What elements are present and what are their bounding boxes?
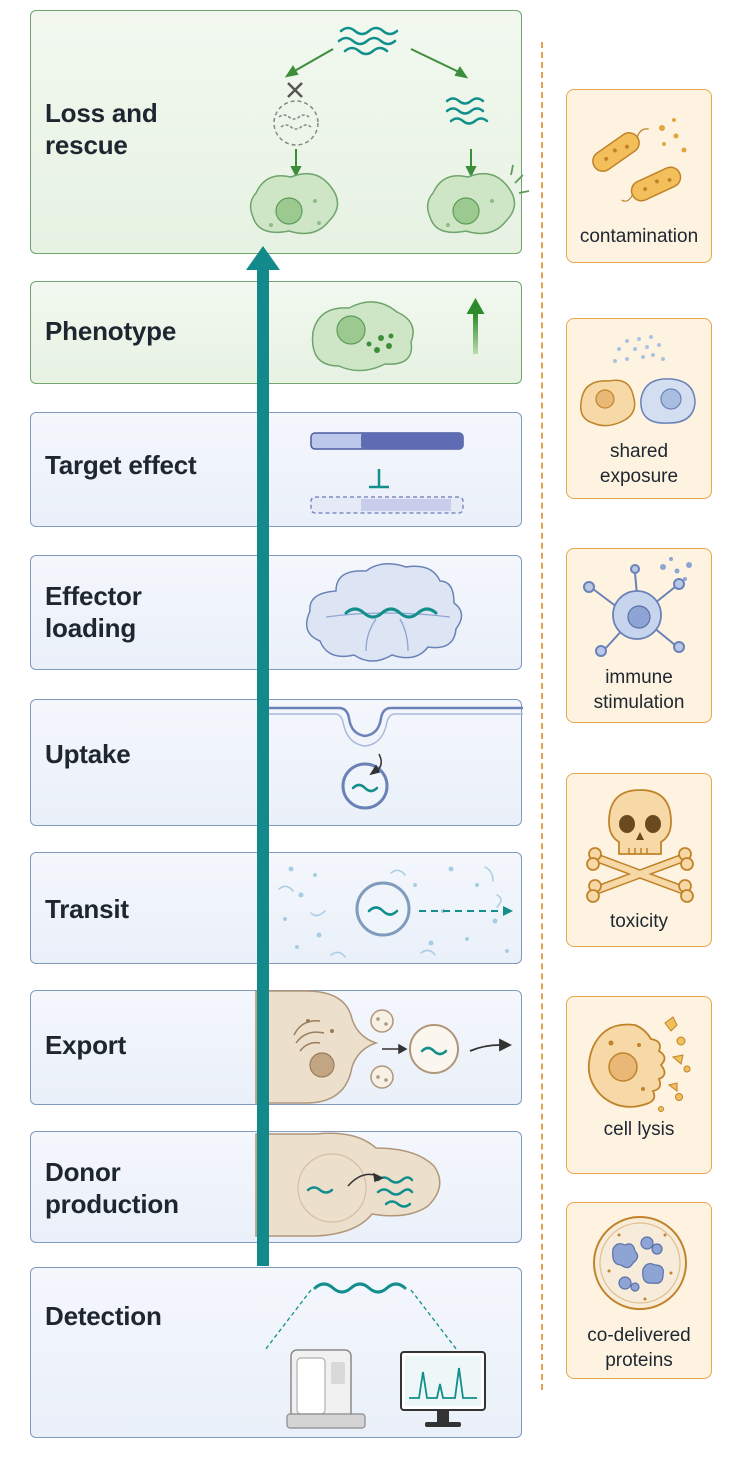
confounder-toxicity: toxicity: [566, 773, 712, 947]
stage-phenotype: Phenotype: [30, 281, 522, 384]
stage-export: Export: [30, 990, 522, 1105]
increase-arrow-icon: [466, 298, 485, 354]
inhibition-icon: [369, 469, 389, 489]
confounder-label: co-delivered proteins: [587, 1325, 691, 1371]
confounder-immune-stimulation: immune stimulation: [566, 548, 712, 723]
activated-cell-icon: [311, 301, 414, 372]
protein-dish-icon: [593, 1216, 687, 1310]
cell-right-icon: [426, 164, 530, 235]
donor-production-illustration: [255, 1132, 441, 1237]
confounder-divider: [541, 42, 543, 1390]
confounder-cell-lysis: cell lysis: [566, 996, 712, 1174]
endosome-icon: [341, 762, 389, 810]
stage-detection: Detection: [30, 1267, 522, 1438]
confounder-co-delivered-proteins: co-delivered proteins: [566, 1202, 712, 1379]
vesicle-icon: [355, 881, 411, 937]
stage-label: Effector loading: [45, 581, 142, 643]
stage-target-effect: Target effect: [30, 412, 522, 527]
lysing-cell-icon: [587, 1016, 691, 1112]
stage-transit: Transit: [30, 852, 522, 964]
donor-cell-icon: [255, 990, 379, 1104]
skull-crossbones-icon: [586, 789, 694, 903]
phenotype-illustration: [311, 298, 485, 372]
effector-loading-illustration: [305, 563, 463, 662]
sequencer-instrument-icon: [286, 1349, 366, 1429]
stage-effector-loading: Effector loading: [30, 555, 522, 670]
stage-donor-production: Donor production: [30, 1131, 522, 1243]
rna-transcripts-icon: [306, 1176, 414, 1208]
stage-label: Uptake: [45, 739, 131, 769]
confounder-label: shared exposure: [599, 441, 679, 487]
immune-cell-icon: [583, 557, 692, 657]
release-arrow-icon: [469, 1038, 513, 1052]
confounder-label: cell lysis: [603, 1119, 675, 1140]
stage-label: Donor production: [45, 1157, 179, 1219]
stage-label: Phenotype: [45, 316, 177, 346]
bacteria-icon: [592, 118, 687, 202]
budding-vesicles-icon: [370, 1009, 394, 1089]
producer-cell-icon: [255, 1132, 441, 1237]
membrane-icon: [259, 706, 523, 738]
stage-label: Target effect: [45, 450, 197, 480]
stage-loss-and-rescue: Loss and rescue: [30, 10, 530, 254]
cell-left-icon: [249, 172, 339, 235]
loss-and-rescue-illustration: [249, 26, 530, 235]
transit-arrow-icon: [419, 906, 513, 916]
monitor-chromatogram-icon: [400, 1351, 486, 1427]
rescue-rna-icon: [445, 97, 489, 125]
stage-label: Detection: [45, 1301, 162, 1331]
guide-rna-icon: [344, 607, 438, 619]
stage-label: Transit: [45, 894, 129, 924]
confounder-shared-exposure: shared exposure: [566, 318, 712, 499]
rna-strands-icon: [337, 26, 399, 56]
reduced-target-bar-icon: [310, 496, 464, 514]
rna-molecule-icon: [313, 1282, 407, 1294]
internalize-arrow-icon: [369, 753, 382, 776]
stage-label: Export: [45, 1030, 127, 1060]
confounder-label: contamination: [579, 226, 699, 247]
exosome-icon: [409, 1024, 459, 1074]
confounder-label: toxicity: [609, 911, 669, 932]
target-bar-icon: [310, 432, 464, 450]
stage-label: Loss and rescue: [45, 98, 158, 160]
degraded-rna-icon: [273, 82, 319, 146]
uptake-illustration: [259, 706, 523, 810]
detection-illustration: [264, 1282, 486, 1429]
extracellular-fluid-icon: [283, 866, 509, 953]
confounder-contamination: contamination: [566, 89, 712, 263]
stage-uptake: Uptake: [30, 699, 523, 826]
export-illustration: [255, 990, 513, 1104]
two-cells-exposure-icon: [580, 335, 696, 427]
confounder-label: immune stimulation: [593, 667, 685, 713]
transit-illustration: [278, 866, 513, 958]
target-effect-illustration: [310, 432, 464, 514]
